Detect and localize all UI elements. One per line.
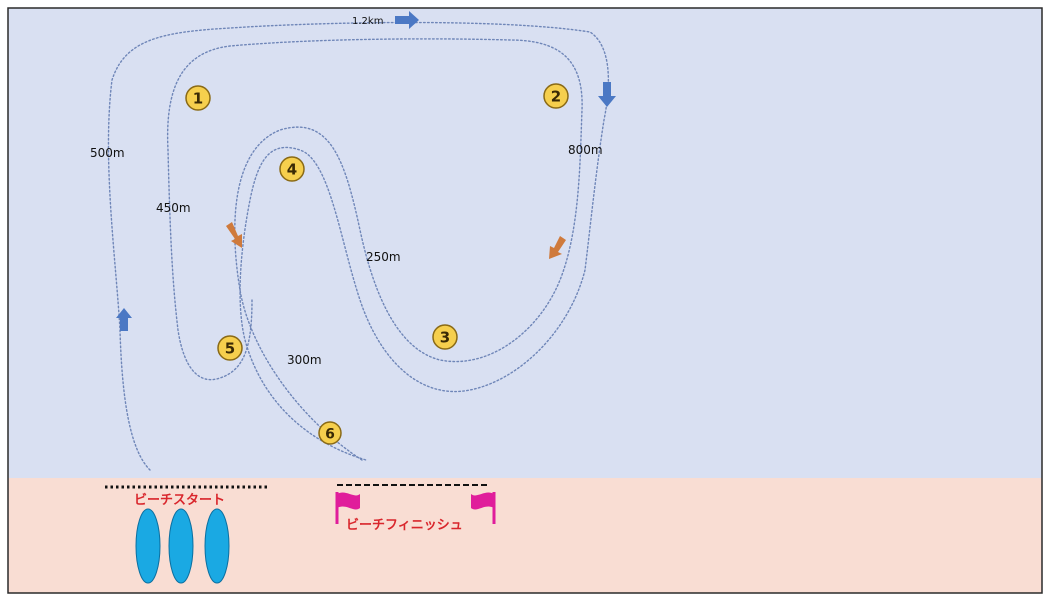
start-label: ビーチスタート xyxy=(134,492,225,508)
blue-arrow-down xyxy=(598,82,616,107)
paddle-board-icon xyxy=(168,508,194,584)
buoy-2: 2 xyxy=(543,83,569,109)
orange-arrow-right xyxy=(549,236,566,259)
outer-route xyxy=(107,21,609,471)
buoy-3-number: 3 xyxy=(440,329,450,347)
distance-250: 250m xyxy=(366,250,401,264)
buoy-1-number: 1 xyxy=(193,90,203,108)
inner-route xyxy=(166,38,583,461)
buoy-1: 1 xyxy=(185,85,211,111)
buoy-4-number: 4 xyxy=(287,161,297,179)
buoy-3: 3 xyxy=(432,324,458,350)
finish-label: ビーチフィニッシュ xyxy=(346,517,463,533)
paddle-board-icon xyxy=(135,508,161,584)
buoy-5-number: 5 xyxy=(225,340,235,358)
buoy-4: 4 xyxy=(279,156,305,182)
distance-800: 800m xyxy=(568,143,603,157)
paddle-boards xyxy=(135,508,230,584)
buoy-6: 6 xyxy=(318,421,342,445)
orange-arrow-left xyxy=(226,222,242,248)
blue-arrow-right xyxy=(395,11,419,29)
finish-flag-right xyxy=(471,492,496,524)
buoy-5: 5 xyxy=(217,335,243,361)
distance-500: 500m xyxy=(90,146,125,160)
distance-1200: 1.2km xyxy=(352,16,383,27)
buoy-2-number: 2 xyxy=(551,88,561,106)
buoy-6-number: 6 xyxy=(325,427,335,443)
distance-450: 450m xyxy=(156,201,191,215)
blue-arrow-up xyxy=(116,308,132,331)
distance-300: 300m xyxy=(287,353,322,367)
sea-area xyxy=(8,8,1042,478)
finish-flag-left xyxy=(335,492,360,524)
paddle-board-icon xyxy=(204,508,230,584)
map-frame xyxy=(7,7,1043,594)
